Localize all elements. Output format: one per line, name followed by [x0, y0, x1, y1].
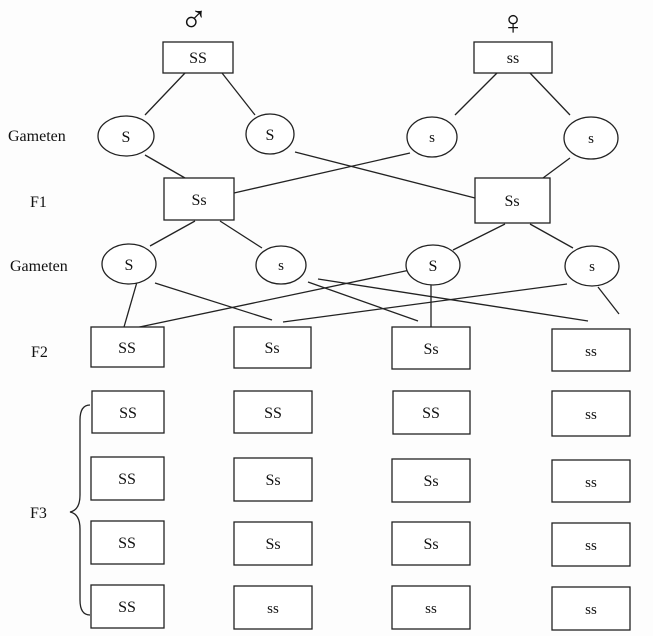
- gamete-label: S: [122, 129, 131, 146]
- f3-box: ss: [551, 522, 631, 567]
- f3-box: SS: [90, 520, 165, 565]
- f2-label: Ss: [264, 340, 279, 357]
- gamete-label: S: [266, 127, 275, 144]
- male-symbol-icon: ♂: [180, 0, 209, 41]
- f2-label: ss: [585, 344, 597, 360]
- gamete-label: s: [278, 258, 284, 274]
- gamete-node: S: [101, 243, 157, 285]
- f3-box: SS: [90, 584, 165, 629]
- f3-label: ss: [267, 601, 279, 617]
- gamete-label: S: [429, 258, 438, 275]
- gamete-node: s: [406, 116, 458, 158]
- f2-label: Ss: [423, 341, 438, 358]
- f3-label: ss: [425, 601, 437, 617]
- gamete-node: s: [563, 116, 619, 160]
- f3-label: SS: [118, 599, 136, 616]
- f2-label: SS: [118, 340, 136, 357]
- parent-box-male: SS: [162, 41, 234, 74]
- f3-label: ss: [585, 602, 597, 618]
- f1-box: Ss: [163, 177, 235, 221]
- f3-box: ss: [551, 459, 631, 503]
- f3-label: ss: [585, 475, 597, 491]
- parent-box-female: ss: [473, 41, 553, 74]
- f2-box: SS: [90, 326, 165, 368]
- f3-box: Ss: [391, 521, 471, 566]
- f3-brace: [69, 404, 91, 616]
- gamete-label: S: [125, 257, 134, 274]
- f3-label: SS: [118, 535, 136, 552]
- f1-label: Ss: [504, 193, 519, 210]
- f3-box: Ss: [233, 457, 313, 502]
- f3-box: ss: [551, 390, 631, 437]
- f2-box: ss: [551, 328, 631, 372]
- f3-box: ss: [391, 585, 471, 630]
- f3-label: Ss: [265, 536, 280, 553]
- f3-label: ss: [585, 407, 597, 423]
- f3-label: Ss: [423, 536, 438, 553]
- row-label-f3: F3: [30, 505, 47, 522]
- parent-label: ss: [507, 50, 519, 67]
- f3-box: SS: [392, 390, 471, 435]
- f3-box: SS: [90, 456, 165, 501]
- row-label-gameten-1: Gameten: [8, 128, 66, 145]
- f3-box: Ss: [233, 521, 313, 566]
- f1-box: Ss: [474, 177, 551, 224]
- gamete-node: S: [245, 113, 295, 155]
- row-label-gameten-2: Gameten: [10, 258, 68, 275]
- f3-box: ss: [551, 586, 631, 631]
- f3-grid: SS SS SS ss SS Ss Ss ss SS Ss Ss ss SS s…: [90, 390, 631, 631]
- gamete-node: s: [564, 245, 620, 287]
- row-label-f2: F2: [31, 344, 48, 361]
- f3-label: ss: [585, 538, 597, 554]
- female-symbol-icon: ♀: [500, 5, 526, 42]
- connection-lines: [123, 72, 620, 330]
- gamete-label: s: [429, 130, 435, 146]
- f3-label: Ss: [265, 472, 280, 489]
- f3-box: ss: [233, 585, 313, 630]
- f3-box: SS: [233, 390, 313, 434]
- gamete-node: S: [97, 115, 155, 157]
- f2-box: Ss: [391, 326, 471, 370]
- f3-label: SS: [264, 405, 282, 422]
- f3-box: Ss: [391, 458, 471, 503]
- row-label-f1: F1: [30, 194, 47, 211]
- f3-box: SS: [91, 390, 165, 434]
- f3-label: SS: [119, 405, 137, 422]
- gamete-label: s: [589, 259, 595, 275]
- gamete-node: s: [255, 245, 307, 285]
- f3-label: SS: [118, 471, 136, 488]
- f3-label: Ss: [423, 473, 438, 490]
- f2-box: Ss: [233, 326, 312, 369]
- f3-label: SS: [422, 405, 440, 422]
- f1-label: Ss: [191, 192, 206, 209]
- gamete-label: s: [588, 131, 594, 147]
- parent-label: SS: [189, 50, 207, 67]
- gamete-node: S: [405, 244, 461, 286]
